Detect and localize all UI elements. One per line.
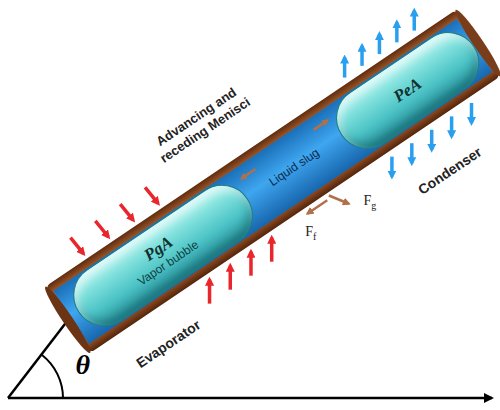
heat-arrow: [390, 157, 394, 177]
angle-symbol: θ: [76, 350, 91, 381]
gravity-arrow: [329, 189, 349, 211]
liquid: [53, 19, 493, 344]
heat-arrow: [450, 116, 454, 136]
heat-arrow: [378, 34, 382, 54]
meniscus-arrow: [314, 120, 328, 130]
node-title: PeA: [390, 75, 425, 107]
heat-arrow: [70, 238, 83, 254]
pipe-wall: [45, 10, 500, 353]
heat-arrow: [208, 280, 212, 304]
heat-arrow: [95, 221, 108, 237]
heat-arrow: [360, 46, 364, 66]
heat-arrow: [145, 187, 158, 203]
heat-arrow: [395, 22, 399, 42]
meniscus-arrow: [241, 169, 255, 179]
friction-arrow: [307, 200, 327, 213]
heat-arrow: [249, 252, 253, 276]
horizontal-axis: [8, 397, 492, 400]
evaporator-label: Evaporator: [133, 316, 204, 371]
incline-line: [8, 320, 68, 398]
heat-arrow: [410, 143, 414, 163]
angle-arc: [42, 355, 63, 398]
heat-arrow: [343, 58, 347, 78]
heat-arrow: [270, 238, 274, 262]
force-label: Ff: [305, 224, 316, 243]
heat-arrow: [229, 266, 233, 290]
heat-arrow: [120, 204, 133, 220]
force-label: Fg: [363, 193, 376, 212]
heat-arrow: [470, 103, 474, 123]
condenser-label: Condenser: [415, 143, 485, 198]
heat-arrow: [430, 130, 434, 150]
heat-arrow: [413, 11, 417, 31]
